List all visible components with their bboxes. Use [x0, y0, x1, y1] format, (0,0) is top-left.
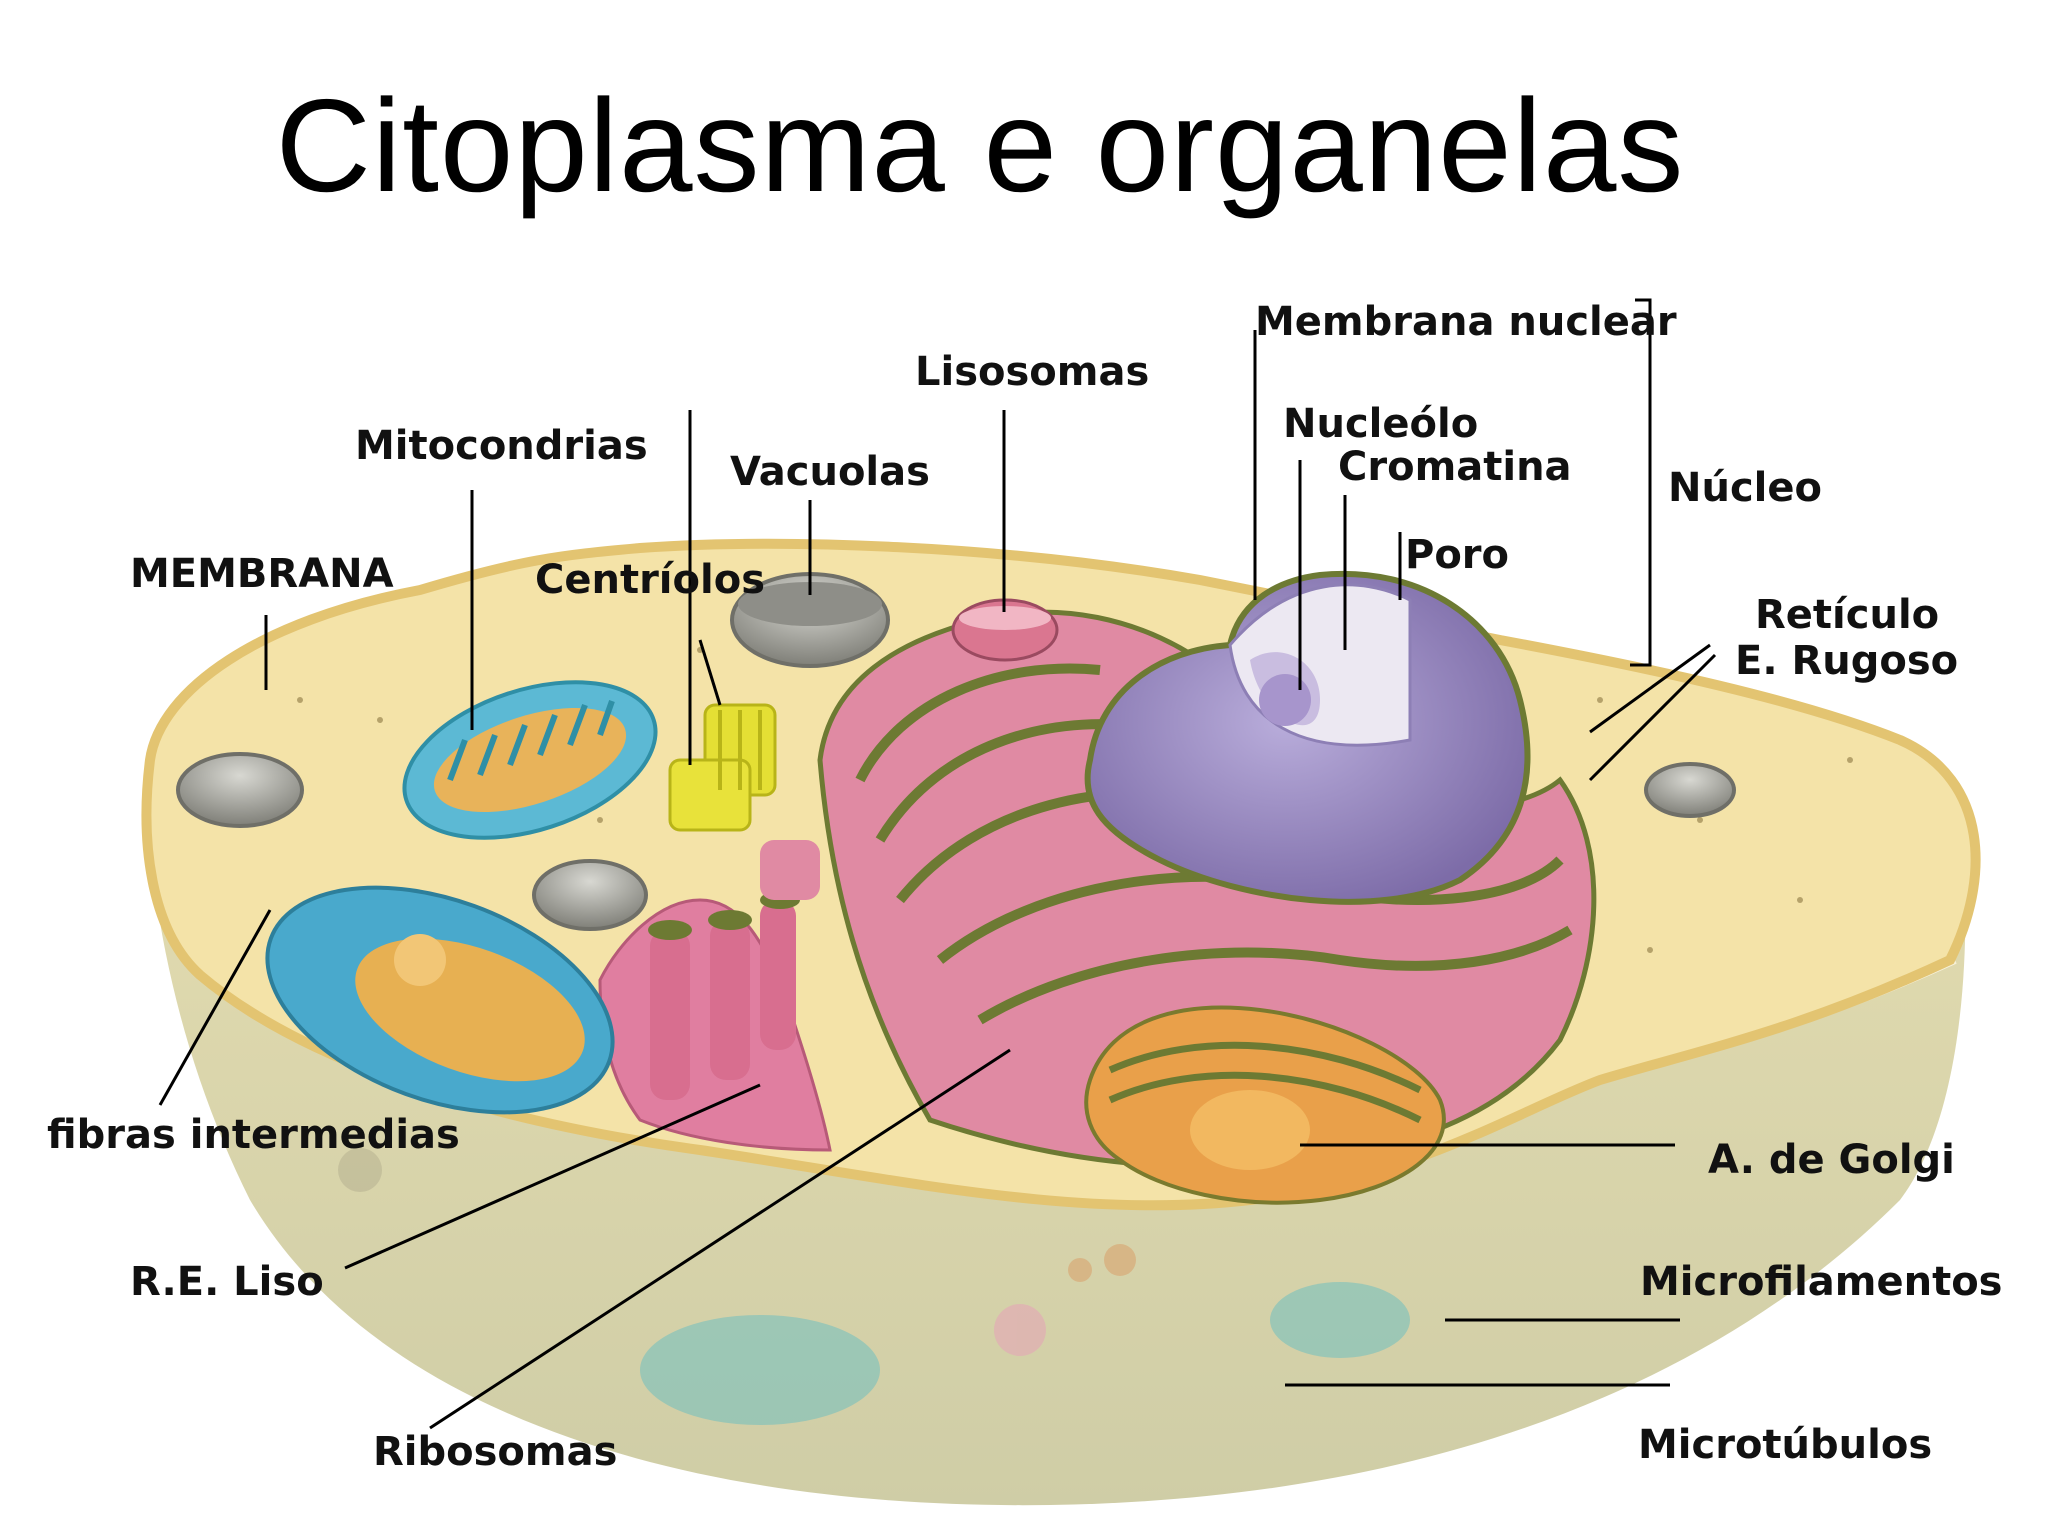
label-vacuolas: Vacuolas [730, 449, 930, 495]
smooth-er [598, 840, 832, 1152]
mitochondrion-lower [265, 885, 615, 1115]
label-lisosomas: Lisosomas [915, 349, 1149, 395]
diagram-labels: Membrana nuclear Lisosomas Nucleólo Crom… [47, 299, 2002, 1475]
mitochondrion-upper [402, 680, 658, 840]
golgi-apparatus [1084, 1005, 1446, 1205]
lower-organelles [338, 1148, 1410, 1425]
lysosome [951, 598, 1059, 662]
label-reticulo-line2: E. Rugoso [1735, 638, 1958, 684]
centrioles [668, 703, 777, 832]
label-reticulo-line1: Retículo [1755, 592, 1939, 638]
label-nucleo: Núcleo [1668, 465, 1822, 511]
label-mitocondrias: Mitocondrias [355, 423, 648, 469]
vacuoles [176, 572, 1736, 931]
label-ribosomas: Ribosomas [373, 1429, 617, 1475]
nucleus [1084, 570, 1531, 905]
label-poro: Poro [1405, 532, 1509, 578]
label-membrana: MEMBRANA [130, 551, 394, 597]
label-cromatina: Cromatina [1338, 444, 1572, 490]
leader-lines [158, 298, 1717, 1430]
label-re-liso: R.E. Liso [130, 1259, 324, 1305]
label-centriolos: Centríolos [535, 557, 765, 603]
label-a-de-golgi: A. de Golgi [1708, 1137, 1955, 1183]
slide-title: Citoplasma e organelas [275, 72, 1685, 219]
label-nucleolo: Nucleólo [1283, 401, 1478, 447]
label-fibras-intermedias: fibras intermedias [47, 1112, 460, 1158]
label-microfilamentos: Microfilamentos [1640, 1259, 2002, 1305]
label-microtubulos: Microtúbulos [1638, 1422, 1932, 1468]
label-membrana-nuclear: Membrana nuclear [1255, 299, 1677, 345]
